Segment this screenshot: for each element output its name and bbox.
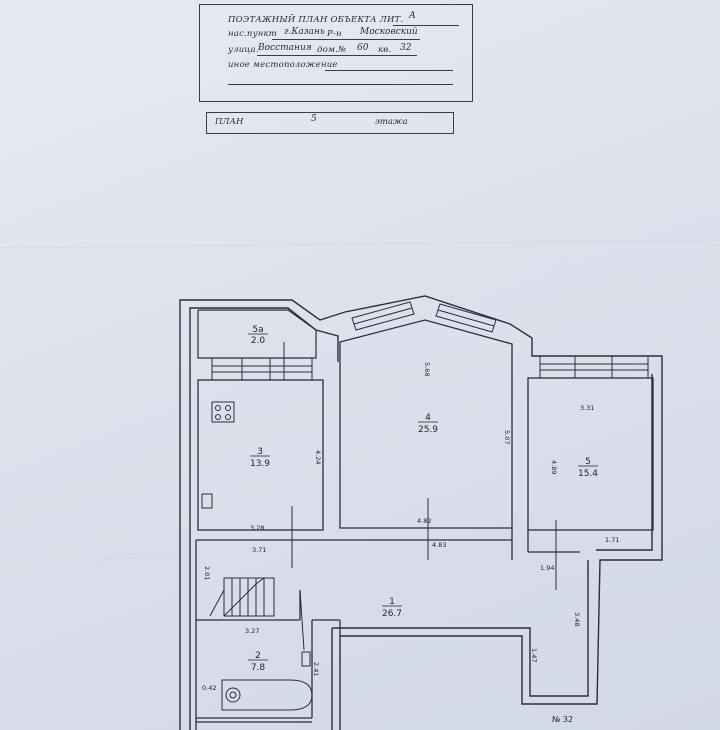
room-4 xyxy=(339,319,513,529)
doors xyxy=(283,342,557,651)
header-house-value: 60 xyxy=(357,43,369,53)
room-labels: 5а 2.0 3 13.9 4 25.9 5 15.4 1 26.7 2 7.8 xyxy=(248,325,598,673)
plan-floor-box: ПЛАН 5 этажа xyxy=(206,112,454,134)
dim-1-47: 1.47 xyxy=(530,648,538,662)
room-5a xyxy=(197,309,317,359)
plan-label: ПЛАН xyxy=(215,117,244,127)
plan-floor-value: 5 xyxy=(311,114,317,124)
header-district-value: Московский xyxy=(360,27,418,37)
bathtub-icon xyxy=(221,651,313,711)
header-house-label: дом.№ xyxy=(317,45,347,55)
dim-3-31: 3.31 xyxy=(580,404,594,412)
stove-icon xyxy=(211,401,235,423)
window-strip-room-5 xyxy=(539,355,649,379)
outer-walls xyxy=(179,295,663,730)
dim-5-68: 5.68 xyxy=(423,362,431,376)
stair-icon xyxy=(209,577,275,617)
window-strip-5a xyxy=(211,357,313,381)
room-3-number: 3 xyxy=(257,447,263,457)
hall-walls xyxy=(195,528,580,730)
room-4-area: 25.9 xyxy=(418,425,438,435)
room-3 xyxy=(197,379,324,531)
dim-5-07: 5.07 xyxy=(503,430,511,444)
room-5a-number: 5а xyxy=(252,325,263,335)
header-street-label: улица. xyxy=(228,45,259,55)
dim-3-28: 3.28 xyxy=(250,524,264,532)
windows-room-4 xyxy=(351,301,497,333)
room-1-number: 1 xyxy=(389,597,395,607)
header-flat-label: кв. xyxy=(378,45,392,55)
dim-2-41: 2.41 xyxy=(312,662,320,676)
dim-3-48: 3.48 xyxy=(573,612,581,626)
dim-1-71: 1.71 xyxy=(605,536,619,544)
dimension-labels: 5.68 5.07 3.31 4.89 4.24 3.28 4.82 4.83 … xyxy=(202,362,619,692)
header-district-label: Р-н xyxy=(327,29,342,39)
header-stamp: ПОЭТАЖНЫЙ ПЛАН ОБЪЕКТА ЛИТ. А нас.пункт … xyxy=(199,4,473,102)
header-location-label: иное местоположение xyxy=(228,60,338,70)
dim-3-27: 3.27 xyxy=(245,627,259,635)
header-city-value: г.Казань xyxy=(284,27,325,37)
underline xyxy=(257,55,417,56)
room-5-area: 15.4 xyxy=(578,469,598,479)
plan-suffix: этажа xyxy=(375,117,408,127)
header-title-label: ПОЭТАЖНЫЙ ПЛАН ОБЪЕКТА ЛИТ. xyxy=(228,15,404,25)
header-flat-value: 32 xyxy=(400,43,412,53)
background-grid xyxy=(0,180,720,561)
underline xyxy=(393,25,459,26)
header-lit-value: А xyxy=(409,11,416,21)
room-5-number: 5 xyxy=(585,457,591,467)
dim-0-42: 0.42 xyxy=(202,684,216,692)
dim-4-89: 4.89 xyxy=(550,460,558,474)
header-street-value: Восстания xyxy=(258,43,312,53)
room-4-number: 4 xyxy=(425,413,431,423)
dim-4-82: 4.82 xyxy=(417,517,431,525)
room-2-area: 7.8 xyxy=(251,663,266,673)
underline xyxy=(272,39,420,40)
room-5a-area: 2.0 xyxy=(251,336,266,346)
sink-icon xyxy=(201,493,213,509)
room-1-area: 26.7 xyxy=(382,609,402,619)
dim-4-83: 4.83 xyxy=(432,541,446,549)
dim-4-24: 4.24 xyxy=(314,450,322,464)
room-5 xyxy=(527,377,654,531)
dim-2-01: 2.01 xyxy=(203,566,211,580)
dim-1-94: 1.94 xyxy=(540,564,554,572)
flat-mark: № 32 xyxy=(552,715,573,724)
header-city-label: нас.пункт xyxy=(228,29,278,39)
underline xyxy=(325,70,453,71)
room-3-area: 13.9 xyxy=(250,459,270,469)
underline xyxy=(228,84,453,85)
dim-3-71: 3.71 xyxy=(252,546,266,554)
room-2-number: 2 xyxy=(255,651,261,661)
